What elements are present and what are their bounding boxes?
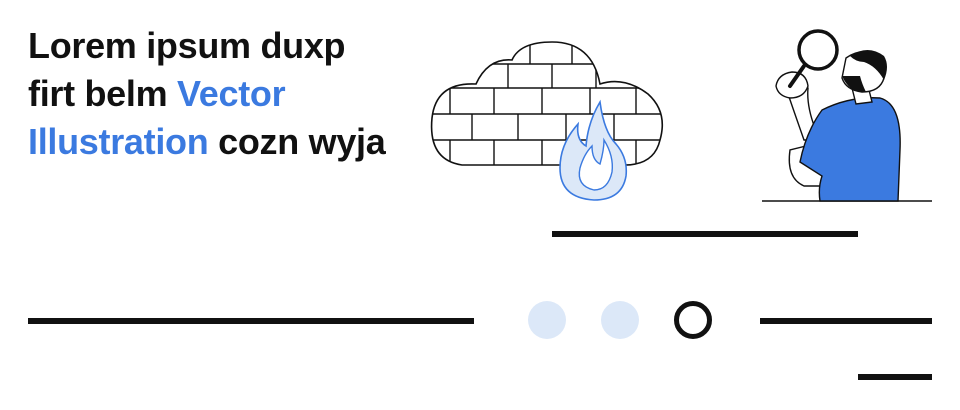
headline: Lorem ipsum duxp firt belm Vector Illust… [28,22,388,166]
person-searching-icon [762,50,932,202]
magnifying-glass-icon [788,29,839,88]
brick-cloud-firewall-icon [430,41,664,166]
headline-highlight: Vector Illustration [28,73,286,162]
carousel-dot-3-active[interactable] [674,301,712,339]
headline-text-2: cozn wyja [208,121,386,162]
carousel-dot-1[interactable] [528,301,566,339]
headline-text-1: Lorem ipsum duxp firt belm [28,25,346,114]
carousel-dot-2[interactable] [601,301,639,339]
carousel-dots [528,301,712,339]
flame-icon [559,99,628,201]
